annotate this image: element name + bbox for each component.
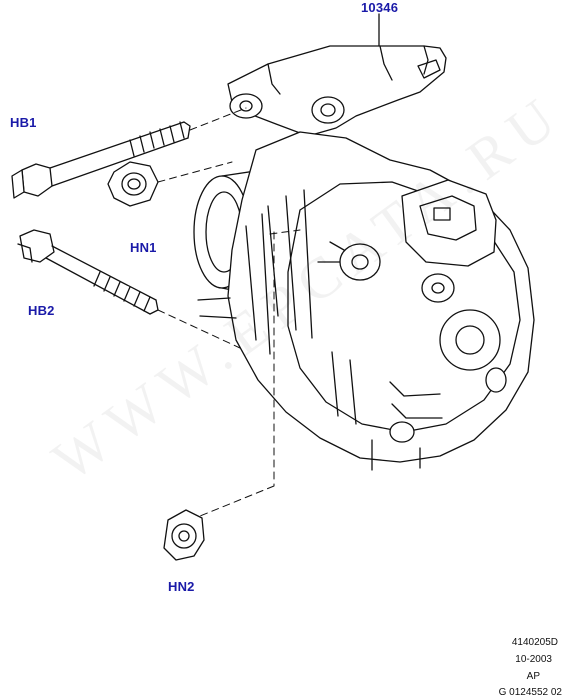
axis-line-lower-nut	[199, 231, 275, 517]
axis-line-lower	[157, 309, 241, 349]
reference-sheet: G 0124552 02	[498, 687, 562, 698]
callout-hb1[interactable]: HB1	[10, 115, 37, 130]
bolt-hb2	[17, 229, 159, 315]
alternator-body	[193, 131, 535, 471]
nut-hn2	[163, 509, 205, 561]
reference-code: AP	[526, 671, 540, 682]
bolt-hb1	[11, 121, 191, 199]
axis-line-upper	[189, 107, 247, 131]
callout-hn1[interactable]: HN1	[130, 240, 157, 255]
callout-hb2[interactable]: HB2	[28, 303, 55, 318]
axis-line-upper-nut	[157, 161, 233, 183]
reference-date: 10-2003	[515, 654, 552, 665]
nut-hn1	[107, 161, 159, 207]
callout-10346[interactable]: 10346	[361, 0, 399, 15]
callout-hn2[interactable]: HN2	[168, 579, 195, 594]
reference-drawing-no: 4140205D	[511, 637, 558, 648]
mounting-bracket	[227, 45, 447, 137]
